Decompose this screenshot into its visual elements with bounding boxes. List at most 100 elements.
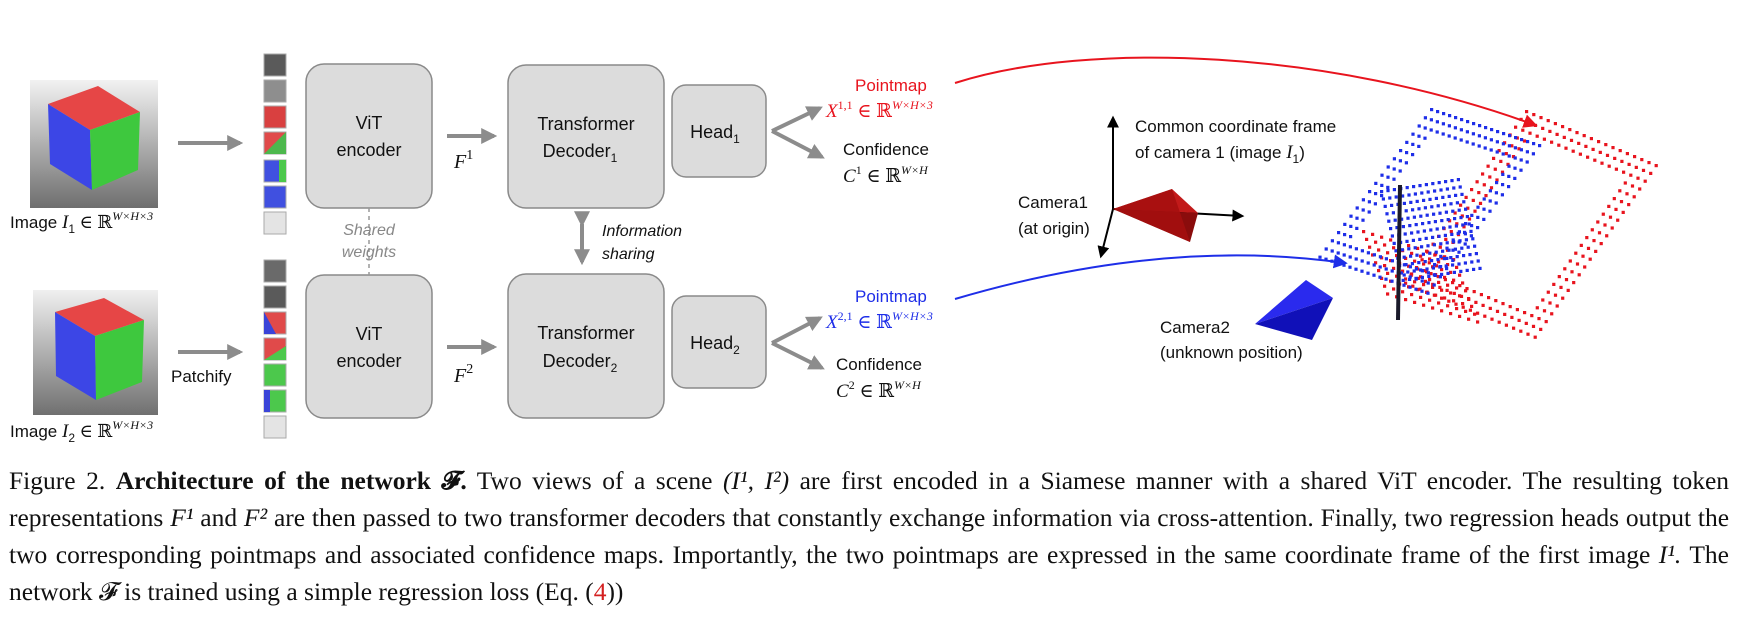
camera1-label: Camera1 (at origin)	[1018, 193, 1090, 238]
point	[1435, 227, 1439, 231]
point	[1506, 162, 1510, 166]
point	[1407, 244, 1411, 248]
point	[1428, 278, 1432, 282]
confidence1-formula: C1 ∈ ℝW×H	[843, 163, 929, 187]
point	[1456, 178, 1460, 182]
point	[1584, 144, 1588, 148]
point	[1588, 257, 1592, 261]
point	[1443, 278, 1447, 282]
point	[1470, 224, 1474, 228]
point	[1430, 259, 1434, 263]
point	[1404, 161, 1408, 165]
pointcloud-camera2	[1318, 108, 1542, 295]
point	[1452, 240, 1456, 244]
point	[1361, 198, 1365, 202]
point	[1555, 304, 1559, 308]
point	[1399, 149, 1403, 153]
point	[1647, 161, 1651, 165]
point	[1405, 186, 1409, 190]
point	[1390, 203, 1394, 207]
point	[1414, 223, 1418, 227]
point	[1627, 162, 1631, 166]
vit-encoder-1: ViT encoder	[305, 63, 433, 209]
point	[1521, 128, 1525, 132]
point	[1476, 205, 1480, 209]
point	[1572, 281, 1576, 285]
figure-caption: Figure 2. Architecture of the network 𝓕.…	[9, 466, 1730, 606]
point	[1348, 265, 1352, 269]
point	[1641, 168, 1646, 172]
point	[1419, 254, 1423, 258]
point	[1421, 252, 1425, 256]
point	[1460, 118, 1464, 122]
point	[1430, 205, 1434, 209]
point	[1418, 237, 1422, 241]
equation-ref-link[interactable]: 4	[593, 577, 607, 606]
point	[1525, 150, 1529, 154]
point	[1438, 245, 1442, 249]
point	[1453, 136, 1457, 140]
point	[1444, 180, 1448, 184]
point	[1535, 306, 1539, 310]
point	[1523, 311, 1527, 315]
point	[1471, 237, 1475, 241]
point	[1437, 280, 1441, 284]
point	[1401, 290, 1405, 294]
point	[1455, 222, 1459, 226]
point	[1578, 152, 1582, 156]
feature-f2: F2	[453, 362, 473, 387]
point	[1610, 226, 1614, 230]
point	[1501, 142, 1505, 146]
point	[1470, 188, 1474, 192]
point	[1526, 332, 1530, 336]
point	[1423, 136, 1427, 140]
point	[1510, 315, 1514, 319]
point	[1428, 257, 1432, 261]
point	[1461, 223, 1465, 227]
point	[1458, 273, 1462, 277]
point	[1562, 135, 1566, 139]
point	[1432, 283, 1436, 287]
point	[1621, 210, 1625, 214]
point	[1456, 231, 1460, 235]
point	[1386, 189, 1390, 193]
point	[1476, 226, 1480, 230]
point	[1483, 136, 1487, 140]
point	[1442, 112, 1446, 116]
point	[1461, 305, 1465, 309]
point	[1445, 288, 1449, 292]
point	[1555, 132, 1559, 136]
point	[1378, 265, 1382, 269]
point	[1422, 198, 1426, 202]
point	[1455, 255, 1459, 259]
svg-text:ViT: ViT	[356, 324, 383, 344]
point	[1361, 218, 1365, 222]
point	[1489, 138, 1493, 142]
point	[1432, 243, 1436, 247]
patch-tokens-2	[263, 259, 287, 439]
point	[1472, 122, 1476, 126]
point	[1484, 126, 1488, 130]
point	[1507, 174, 1511, 178]
point	[1445, 267, 1449, 271]
point	[1482, 217, 1486, 221]
point	[1460, 192, 1464, 196]
point	[1458, 314, 1462, 318]
point	[1630, 184, 1635, 188]
point	[1457, 262, 1461, 266]
point	[1433, 189, 1437, 193]
svg-text:weights: weights	[342, 244, 396, 261]
point	[1348, 255, 1352, 259]
point	[1405, 140, 1409, 144]
point	[1447, 194, 1451, 198]
point	[1464, 309, 1468, 313]
svg-text:Shared: Shared	[343, 222, 396, 239]
point	[1465, 287, 1469, 291]
point	[1390, 259, 1394, 263]
vit-encoder-2: ViT encoder	[305, 274, 433, 419]
point	[1458, 239, 1462, 243]
point	[1433, 263, 1437, 267]
head-1: Head1	[671, 84, 767, 178]
point	[1477, 144, 1481, 148]
point	[1488, 189, 1492, 193]
